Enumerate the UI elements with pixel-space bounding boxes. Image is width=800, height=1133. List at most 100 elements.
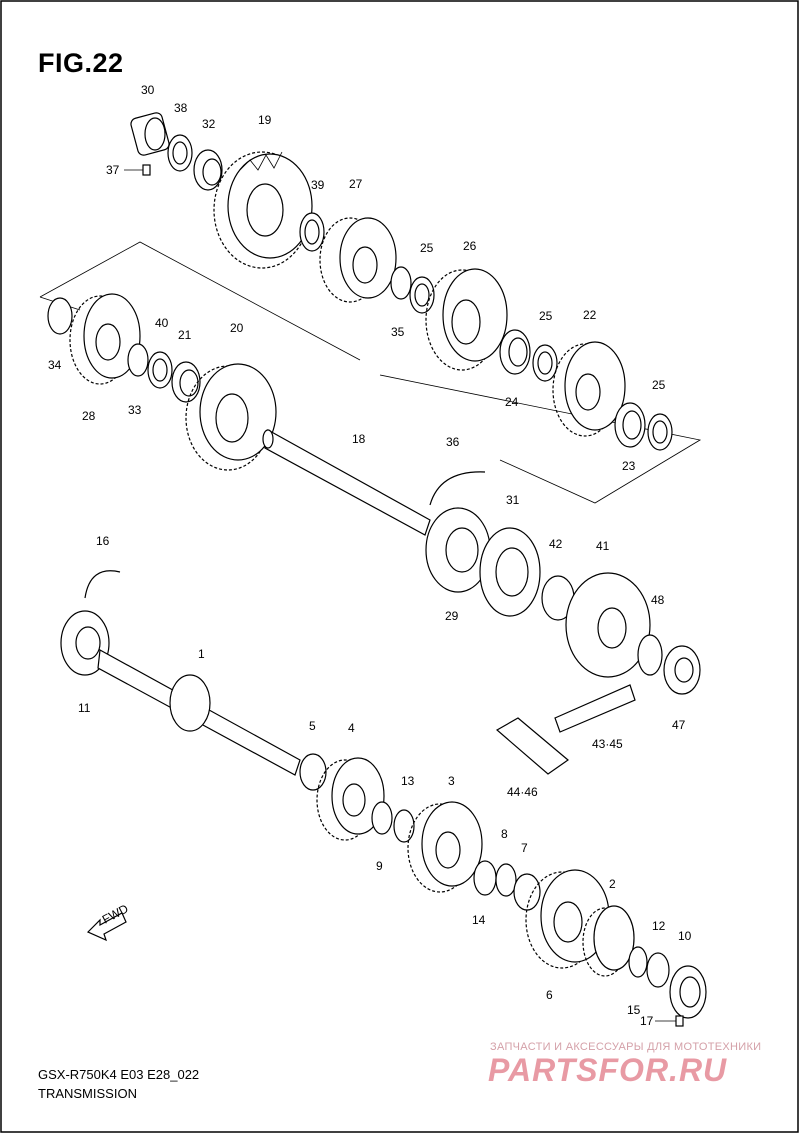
part-6-gear bbox=[525, 869, 610, 969]
callout: 41 bbox=[596, 539, 610, 553]
part-12-washer bbox=[646, 952, 670, 988]
callout: 42 bbox=[549, 537, 563, 551]
part-15-circlip bbox=[628, 946, 648, 978]
part-3-gear bbox=[407, 801, 483, 893]
callout: 12 bbox=[652, 919, 666, 933]
callout: 22 bbox=[583, 308, 597, 322]
part-30-bearing bbox=[130, 112, 170, 156]
callout: 43·45 bbox=[592, 737, 623, 751]
part-19-gear bbox=[213, 151, 313, 269]
part-34-circlip bbox=[47, 297, 73, 335]
part-32-bushing bbox=[193, 149, 223, 191]
part-37-pin bbox=[124, 164, 151, 176]
part-28-gear bbox=[69, 293, 141, 385]
callout: 34 bbox=[48, 358, 62, 372]
callout: 48 bbox=[651, 593, 665, 607]
callout: 5 bbox=[309, 719, 316, 733]
part-43-45-chain bbox=[554, 684, 636, 733]
part-14-circlip bbox=[473, 860, 497, 896]
callout: 21 bbox=[178, 328, 192, 342]
callout: 3 bbox=[448, 774, 455, 788]
callout: 27 bbox=[349, 177, 363, 191]
part-20-gear bbox=[185, 363, 277, 471]
part-21-bushing bbox=[171, 361, 201, 403]
callout: 4 bbox=[348, 721, 355, 735]
callout: 38 bbox=[174, 101, 188, 115]
part-33-circlip bbox=[127, 343, 149, 377]
callout: 28 bbox=[82, 409, 96, 423]
callout: 2 bbox=[609, 877, 616, 891]
callout: 30 bbox=[141, 83, 155, 97]
part-39-washer bbox=[299, 212, 325, 252]
part-18-countershaft bbox=[262, 429, 431, 536]
callout: 18 bbox=[352, 432, 366, 446]
callout: 32 bbox=[202, 117, 216, 131]
part-25-washer-c bbox=[647, 413, 673, 451]
callout: 31 bbox=[506, 493, 520, 507]
part-41-sprocket bbox=[565, 572, 651, 678]
callout: 35 bbox=[391, 325, 405, 339]
callout: 44·46 bbox=[507, 785, 538, 799]
part-2-gear bbox=[582, 905, 635, 977]
fwd-arrow-icon: FWD bbox=[86, 901, 131, 942]
callout: 29 bbox=[445, 609, 459, 623]
part-27-gear bbox=[319, 217, 397, 303]
part-16-c-ring bbox=[84, 570, 121, 599]
callout: 1 bbox=[198, 647, 205, 661]
callout: 25 bbox=[420, 241, 434, 255]
part-26-gear bbox=[425, 268, 508, 371]
callout: 25 bbox=[652, 378, 666, 392]
part-47-nut bbox=[663, 645, 701, 695]
callout: 11 bbox=[78, 701, 91, 715]
part-5-bushing bbox=[299, 753, 327, 791]
part-35-circlip bbox=[390, 266, 412, 300]
part-31-seal bbox=[479, 527, 541, 617]
model-code: GSX-R750K4 E03 E28_022 bbox=[38, 1067, 200, 1082]
part-44-46-master-link bbox=[495, 717, 569, 775]
callout: 40 bbox=[155, 316, 169, 330]
callout: 20 bbox=[230, 321, 244, 335]
part-9-circlip bbox=[371, 801, 393, 835]
part-40-washer bbox=[147, 351, 173, 389]
part-24-bearing bbox=[499, 329, 531, 375]
callout: 19 bbox=[258, 113, 272, 127]
part-11-bearing bbox=[60, 610, 110, 676]
callout: 9 bbox=[376, 859, 383, 873]
callout: 23 bbox=[622, 459, 636, 473]
callout: 24 bbox=[505, 395, 519, 409]
group-bracket-top bbox=[39, 241, 361, 361]
callout: 17 bbox=[640, 1014, 654, 1028]
part-7-bushing bbox=[513, 873, 541, 911]
part-23-bearing bbox=[614, 402, 646, 448]
watermark-text: ЗАПЧАСТИ И АКСЕССУАРЫ ДЛЯ МОТОТЕХНИКИ bbox=[490, 1041, 762, 1053]
part-10-bearing bbox=[669, 965, 707, 1019]
part-8-washer bbox=[495, 863, 517, 897]
fig-title: FIG.22 bbox=[38, 48, 124, 78]
part-1-mainshaft bbox=[97, 649, 301, 776]
callout: 7 bbox=[521, 841, 528, 855]
callout: 36 bbox=[446, 435, 460, 449]
group-bracket-right bbox=[379, 374, 702, 504]
callout: 16 bbox=[96, 534, 110, 548]
callout: 15 bbox=[627, 1003, 641, 1017]
callout: 6 bbox=[546, 988, 553, 1002]
part-17-pin bbox=[655, 1015, 684, 1027]
callout: 37 bbox=[106, 163, 120, 177]
callout: 10 bbox=[678, 929, 692, 943]
callout: 26 bbox=[463, 239, 477, 253]
part-36-c-ring bbox=[429, 471, 486, 506]
callout: 25 bbox=[539, 309, 553, 323]
section-name: TRANSMISSION bbox=[38, 1086, 137, 1101]
callout: 8 bbox=[501, 827, 508, 841]
part-25-washer-b bbox=[532, 344, 558, 382]
part-48-washer bbox=[637, 634, 663, 676]
part-22-gear bbox=[552, 341, 626, 437]
callout: 47 bbox=[672, 718, 686, 732]
part-29-bearing bbox=[425, 507, 491, 593]
callout: 39 bbox=[311, 178, 325, 192]
part-4-gear bbox=[316, 757, 385, 841]
callout: 14 bbox=[472, 913, 486, 927]
part-38-washer bbox=[167, 134, 193, 172]
